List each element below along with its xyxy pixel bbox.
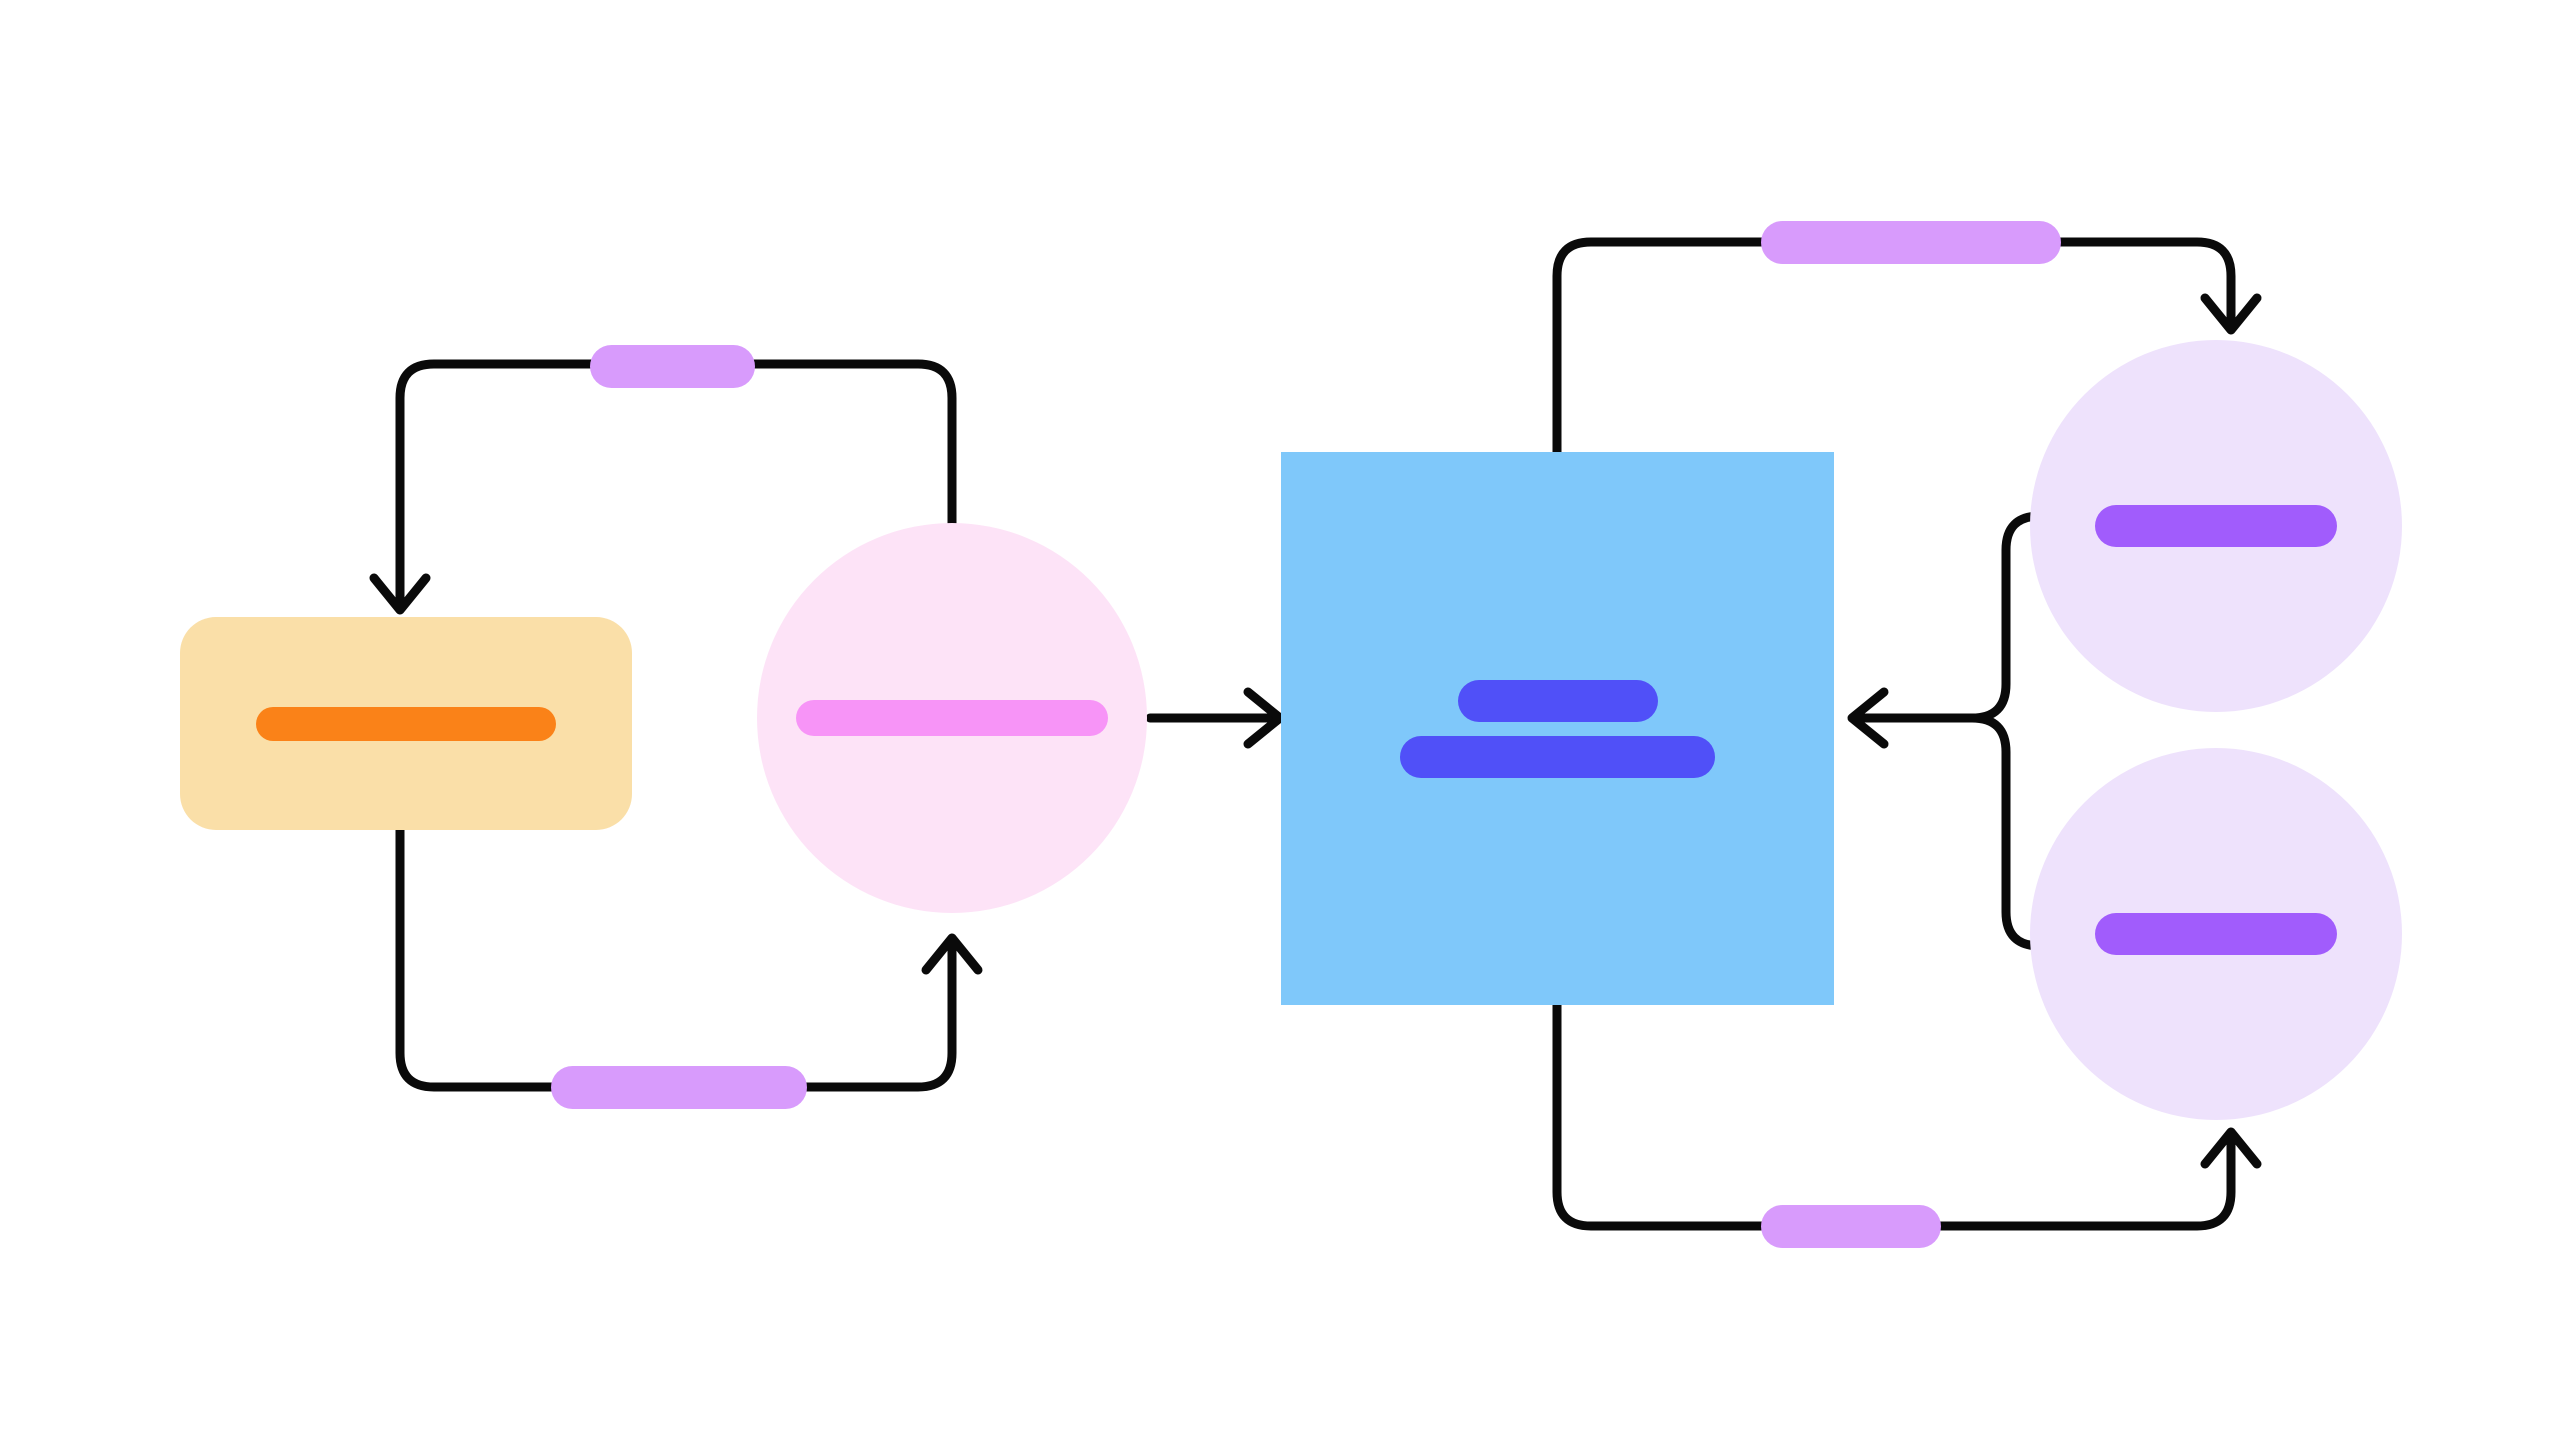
node-lavender-circle-bottom[interactable] <box>2030 748 2402 1120</box>
edge-label-bottom-right[interactable] <box>1761 1205 1941 1248</box>
bar-purple-top <box>2095 505 2337 547</box>
edge-pink-to-blue <box>1145 687 1285 749</box>
node-orange-card[interactable] <box>180 617 632 830</box>
arrowhead-down-lavender-top <box>2200 293 2262 335</box>
node-lavender-circle-top[interactable] <box>2030 340 2402 712</box>
node-blue-square[interactable] <box>1281 452 1834 1005</box>
arrowhead-left-blue <box>1847 687 1889 749</box>
arrowhead-up-lavender-bottom <box>2200 1127 2262 1169</box>
bar-purple-bottom <box>2095 913 2337 955</box>
edge-label-bottom-left[interactable] <box>551 1066 807 1109</box>
bar-pink <box>796 700 1108 736</box>
arrowhead-right-blue <box>1243 687 1285 749</box>
bar-blue-short <box>1457 679 1658 722</box>
node-pink-circle[interactable] <box>757 523 1147 913</box>
arrowhead-down-orange <box>369 573 431 615</box>
bar-blue-long <box>1400 735 1715 778</box>
bar-orange <box>256 706 556 741</box>
edge-lavender-merge-to-blue <box>1847 511 2045 951</box>
arrowhead-up-pink <box>921 933 983 975</box>
edge-label-top-left[interactable] <box>590 345 755 388</box>
edge-label-top-right[interactable] <box>1761 221 2061 264</box>
